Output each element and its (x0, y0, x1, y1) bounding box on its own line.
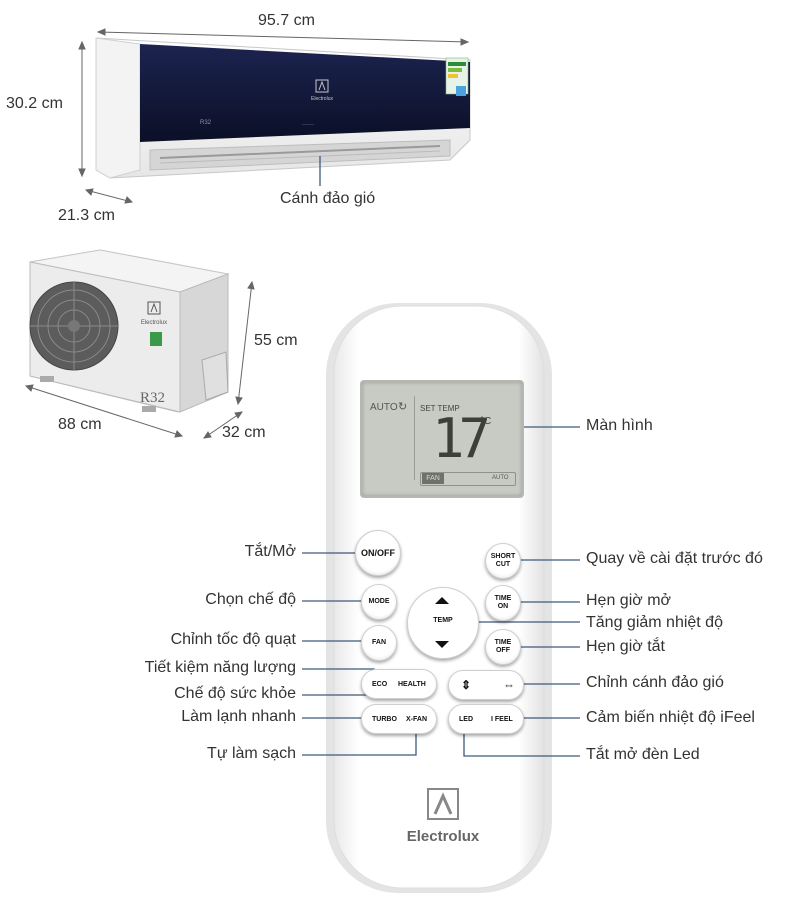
temp-up-icon[interactable] (435, 597, 449, 604)
electrolux-logo-icon (427, 788, 459, 820)
eco-health-pill[interactable]: ECO HEALTH (361, 669, 437, 699)
label-eco: Tiết kiệm năng lượng (144, 659, 296, 676)
label-i-feel: Cảm biến nhiệt độ iFeel (586, 709, 755, 726)
louver-label: Cánh đảo gió (280, 190, 376, 207)
short-cut-label-2: CUT (495, 561, 511, 568)
indoor-unit: Electrolux R32 ——— (95, 37, 471, 179)
lcd-divider (414, 396, 415, 480)
outdoor-width-dimension: 88 cm (58, 416, 102, 433)
turbo-xfan-pill[interactable]: TURBO X-FAN (361, 704, 437, 734)
swing-vertical-icon[interactable]: ⇕ (461, 678, 472, 692)
lcd-temp-unit: °C (480, 416, 492, 427)
lcd-temperature: 17 (432, 407, 491, 470)
lcd-auto-icon: ↻ (398, 401, 408, 413)
temp-label: TEMP (433, 617, 453, 624)
svg-text:———: ——— (302, 121, 314, 126)
outdoor-dimension-lines (24, 280, 255, 439)
svg-text:R32: R32 (200, 120, 212, 126)
swing-horizontal-icon[interactable]: ⇔ (503, 678, 515, 692)
time-off-label-2: OFF (495, 647, 510, 654)
label-health: Chế độ sức khỏe (174, 685, 296, 702)
lcd-fan-bar (420, 472, 516, 486)
outdoor-height-dimension: 55 cm (254, 332, 298, 349)
remote-brand: Electrolux (406, 828, 480, 845)
fan-button[interactable]: FAN (361, 625, 397, 661)
time-off-label-1: TIME (494, 639, 512, 646)
turbo-button-label[interactable]: TURBO (372, 716, 397, 723)
outdoor-depth-dimension: 32 cm (222, 424, 266, 441)
outdoor-unit: Electrolux R32 (29, 249, 230, 413)
svg-text:R32: R32 (140, 390, 165, 406)
i-feel-button-label[interactable]: I FEEL (491, 716, 513, 723)
eco-button-label[interactable]: ECO (372, 681, 388, 688)
svg-text:Electrolux: Electrolux (311, 96, 333, 102)
indoor-dimension-lines (78, 28, 470, 204)
led-ifeel-pill[interactable]: LED I FEEL (448, 704, 524, 734)
label-temp: Tăng giảm nhiệt độ (586, 614, 723, 631)
remote-lcd-display: AUTO ↻ SET TEMP 17 °C FAN AUTO (360, 380, 524, 498)
label-time-off: Hẹn giờ tắt (586, 638, 665, 655)
label-turbo: Làm lạnh nhanh (181, 708, 296, 725)
led-button-label[interactable]: LED (459, 716, 473, 723)
label-mode: Chọn chế độ (205, 591, 296, 608)
mode-button[interactable]: MODE (361, 584, 397, 620)
label-x-fan: Tự làm sạch (207, 745, 296, 762)
lcd-set-temp-label: SET TEMP (420, 404, 460, 413)
swing-pill[interactable]: ⇕ ⇔ (448, 670, 524, 700)
label-time-on: Hẹn giờ mở (586, 592, 672, 609)
lcd-mode: AUTO (370, 402, 398, 413)
svg-text:Electrolux: Electrolux (141, 320, 167, 326)
indoor-width-dimension: 95.7 cm (258, 12, 315, 29)
indoor-depth-dimension: 21.3 cm (58, 207, 115, 224)
label-led: Tắt mở đèn Led (586, 746, 700, 763)
label-fan: Chỉnh tốc độ quạt (170, 631, 296, 648)
x-fan-button-label[interactable]: X-FAN (406, 716, 427, 723)
lcd-fan-mode: AUTO (492, 475, 509, 481)
time-on-label-1: TIME (494, 595, 512, 602)
health-button-label[interactable]: HEALTH (398, 681, 426, 688)
label-swing: Chỉnh cánh đảo gió (586, 674, 724, 691)
lcd-fan-label: FAN (422, 473, 444, 484)
label-on-off: Tắt/Mở (244, 543, 296, 560)
on-off-button[interactable]: ON/OFF (355, 530, 401, 576)
label-display: Màn hình (586, 417, 653, 434)
short-cut-label-1: SHORT (490, 553, 516, 560)
temp-down-icon[interactable] (435, 641, 449, 648)
time-on-label-2: ON (497, 603, 509, 610)
temp-rocker[interactable]: TEMP (407, 587, 479, 659)
label-short-cut: Quay về cài đặt trước đó (586, 550, 763, 567)
indoor-height-dimension: 30.2 cm (6, 95, 63, 112)
